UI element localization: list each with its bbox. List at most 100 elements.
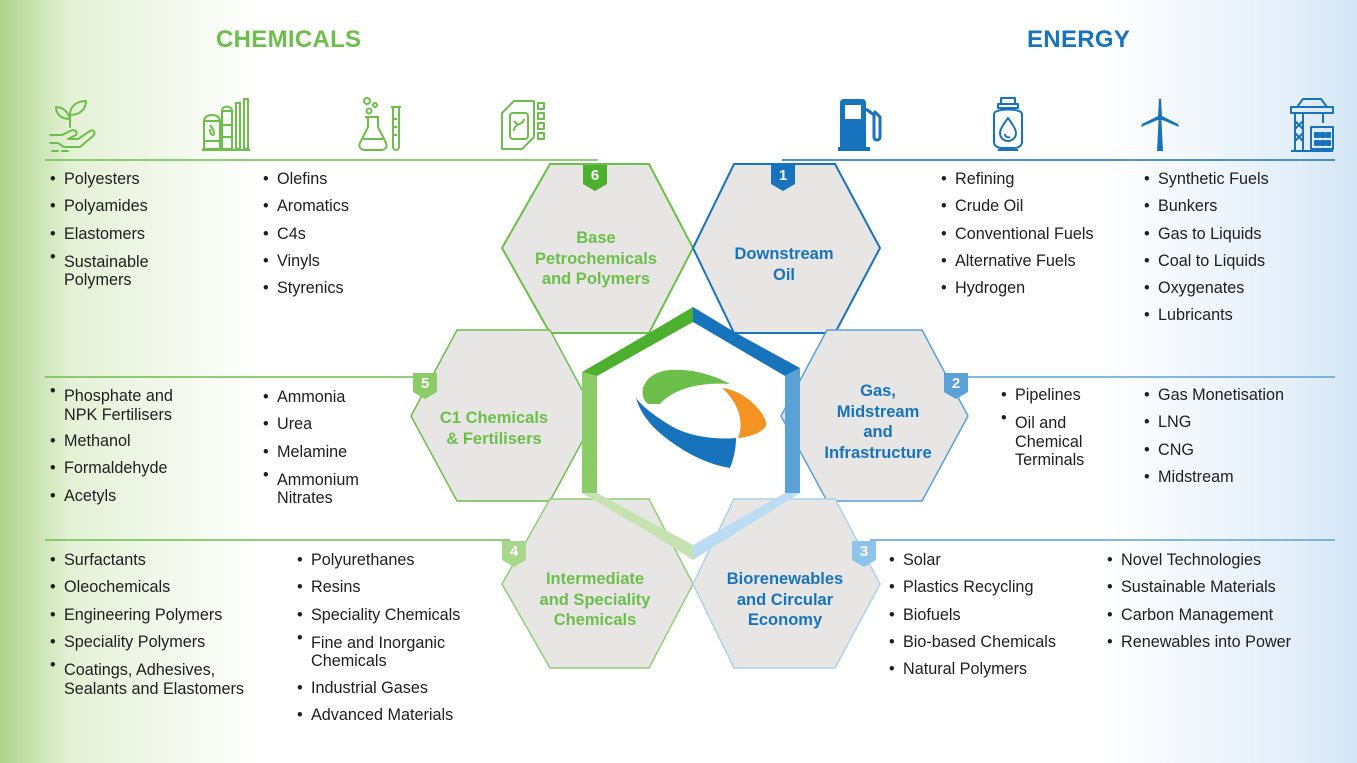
hex-label-2-line-3: and (863, 423, 893, 441)
list-item: Lubricants (1143, 302, 1333, 330)
badge-number-4: 4 (509, 543, 519, 560)
list-item: Alternative Fuels (940, 248, 1140, 276)
gas-cylinder-icon (993, 97, 1023, 151)
badge-number-2: 2 (951, 375, 961, 392)
list-item: Plastics Recycling (888, 574, 1098, 602)
hex-label-4-line-3: Chemicals (553, 611, 637, 629)
badge-number-5: 5 (420, 375, 430, 392)
hex-label-2: Gas, Midstream and Infrastructure (798, 381, 958, 463)
list-item: Gas Monetisation (1143, 382, 1333, 410)
list-item: Olefins (262, 166, 432, 194)
list-seg5-col1: Phosphate and NPK Fertilisers Methanol F… (49, 382, 234, 510)
list-item: Ammonium Nitrates (262, 466, 387, 512)
hex-label-5-line-1: C1 Chemicals (439, 409, 549, 427)
list-item: LNG (1143, 409, 1333, 437)
list-item: Methanol (49, 428, 234, 456)
list-item: Refining (940, 166, 1140, 194)
hex-label-3-line-1: Biorenewables (726, 570, 844, 588)
list-item: Biofuels (888, 602, 1098, 630)
hex-label-4-line-1: Intermediate (545, 570, 645, 588)
badge-shape-1 (771, 165, 795, 191)
energy-heading: ENERGY (1027, 26, 1131, 53)
list-seg2-col2: Gas Monetisation LNG CNG Midstream (1143, 382, 1333, 491)
badge-number-1: 1 (778, 167, 788, 184)
hex-label-2-line-2: Midstream (836, 402, 920, 421)
list-seg1-col2: Synthetic Fuels Bunkers Gas to Liquids C… (1143, 166, 1333, 330)
hex-label-6: Base Petrochemicals and Polymers (516, 228, 676, 290)
badge-shape-6 (583, 165, 607, 191)
hex-label-6-line-3: and Polymers (541, 270, 651, 288)
list-item: Resins (296, 574, 506, 602)
list-item: Ammonia (262, 384, 392, 412)
list-item: Surfactants (49, 547, 289, 575)
list-item: Solar (888, 547, 1098, 575)
logo-orange-swoosh (722, 388, 767, 438)
hex-label-2-line-1: Gas, (860, 382, 896, 400)
hex-label-3-line-3: Economy (747, 611, 823, 629)
list-item: Polyamides (49, 193, 234, 221)
list-item: Urea (262, 411, 392, 439)
list-seg6-col1: Polyesters Polyamides Elastomers Sustain… (49, 166, 234, 294)
laboratory-flask-icon (358, 97, 401, 151)
list-seg4-col2: Polyurethanes Resins Speciality Chemical… (296, 547, 506, 730)
list-item: Speciality Polymers (49, 629, 289, 657)
badge-shape-3 (852, 541, 876, 567)
list-item: Polyesters (49, 166, 234, 194)
list-item: Sustainable Materials (1106, 574, 1341, 602)
list-item: Elastomers (49, 221, 234, 249)
connector-bar-5 (582, 372, 597, 493)
hex-label-3-line-2: and Circular (736, 590, 834, 609)
connector-bar-6 (582, 307, 693, 376)
list-item: Crude Oil (940, 193, 1140, 221)
list-seg5-col2: Ammonia Urea Melamine Ammonium Nitrates (262, 384, 392, 512)
badge-shape-5 (413, 373, 437, 399)
hex-label-4: Intermediate and Speciality Chemicals (515, 569, 675, 631)
list-item: Bio-based Chemicals (888, 629, 1098, 657)
list-item: Sustainable Polymers (49, 248, 182, 294)
company-logo (636, 369, 767, 468)
list-item: Vinyls (262, 248, 432, 276)
fuel-pump-icon (838, 99, 882, 151)
list-seg3-col2: Novel Technologies Sustainable Materials… (1106, 547, 1341, 656)
hex-label-1: Downstream Oil (704, 244, 864, 285)
badge-shape-4 (502, 541, 526, 567)
list-item: Novel Technologies (1106, 547, 1341, 575)
list-item: Bunkers (1143, 193, 1333, 221)
list-item: Hydrogen (940, 275, 1140, 303)
list-item: Oleochemicals (49, 574, 289, 602)
list-item: Polyurethanes (296, 547, 506, 575)
hex-label-6-line-2: Petrochemicals (535, 249, 657, 268)
hex-label-5-line-2: & Fertilisers (446, 429, 542, 448)
badge-number-3: 3 (859, 543, 869, 560)
plant-in-hand-icon (49, 100, 96, 152)
badge-shape-2 (944, 373, 968, 399)
hex-label-4-line-2: and Speciality (539, 590, 651, 609)
badge-number-6: 6 (590, 167, 600, 184)
list-item: Speciality Chemicals (296, 602, 506, 630)
hex-label-1-line-2: Oil (772, 265, 795, 284)
hexagon-3 (692, 498, 881, 669)
list-item: C4s (262, 221, 432, 249)
hex-label-3: Biorenewables and Circular Economy (705, 569, 865, 631)
logo-green-swoosh (642, 369, 730, 404)
hex-label-2-line-4: Infrastructure (824, 443, 932, 462)
refinery-plant-icon (202, 98, 250, 151)
connector-bar-2 (785, 368, 800, 493)
list-seg1-col1: Refining Crude Oil Conventional Fuels Al… (940, 166, 1140, 303)
list-item: Formaldehyde (49, 455, 234, 483)
list-seg4-col1: Surfactants Oleochemicals Engineering Po… (49, 547, 289, 702)
list-item: Styrenics (262, 275, 432, 303)
hex-label-1-line-1: Downstream (734, 245, 834, 263)
list-seg2-col1: Pipelines Oil and Chemical Terminals (1000, 382, 1130, 474)
chemicals-heading: CHEMICALS (216, 26, 362, 53)
hex-label-6-line-1: Base (576, 229, 616, 247)
list-item: Midstream (1143, 464, 1333, 492)
list-item: Conventional Fuels (940, 221, 1140, 249)
list-seg3-col1: Solar Plastics Recycling Biofuels Bio-ba… (888, 547, 1098, 684)
hex-label-5: C1 Chemicals & Fertilisers (414, 408, 574, 449)
list-item: CNG (1143, 437, 1333, 465)
list-item: Carbon Management (1106, 602, 1341, 630)
list-item: Coal to Liquids (1143, 248, 1333, 276)
